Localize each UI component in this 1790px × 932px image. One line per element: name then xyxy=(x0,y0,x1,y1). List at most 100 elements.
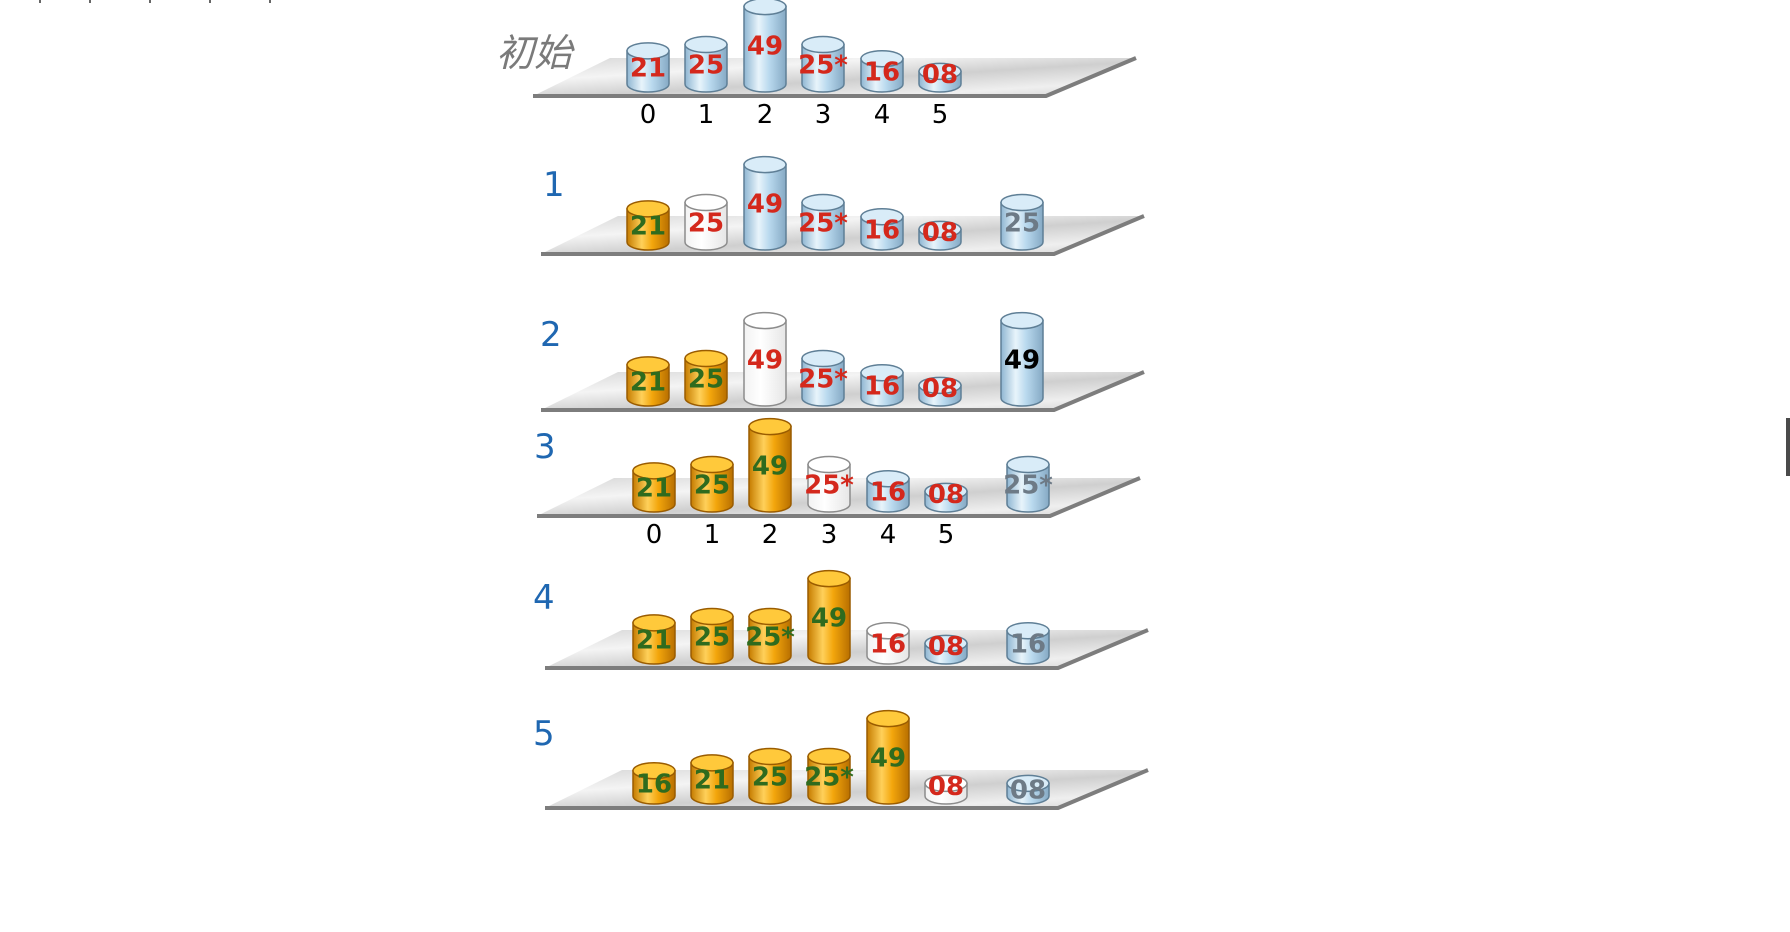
cylinder-value: 25* xyxy=(804,762,854,792)
temp-cylinder: 25 xyxy=(1000,193,1044,251)
cylinder-value: 16 xyxy=(636,769,672,799)
cylinder-value: 21 xyxy=(630,211,666,241)
marble-platform xyxy=(545,770,1148,808)
temp-value: 25* xyxy=(1003,470,1053,500)
cylinder-value: 21 xyxy=(630,53,666,83)
array-cell-3: 25* xyxy=(798,35,848,93)
array-cell-3: 49 xyxy=(807,569,851,665)
step-label: 1 xyxy=(543,165,565,205)
marble-platform xyxy=(537,478,1140,516)
platform-edge xyxy=(541,370,1145,412)
array-cell-0: 21 xyxy=(632,462,676,513)
array-cell-3: 25* xyxy=(804,455,854,513)
cylinder-value: 08 xyxy=(922,60,958,90)
index-label-5: 5 xyxy=(931,100,949,130)
array-cell-0: 21 xyxy=(632,614,676,665)
cylinder-value: 16 xyxy=(870,629,906,659)
index-label-2: 2 xyxy=(761,520,779,550)
index-label-1: 1 xyxy=(697,100,715,130)
array-cell-1: 25 xyxy=(690,455,734,513)
step-label: 5 xyxy=(533,714,555,754)
array-cell-0: 21 xyxy=(626,42,670,93)
platform-edge xyxy=(541,214,1145,256)
cylinder-value: 49 xyxy=(747,189,783,219)
array-cell-2: 49 xyxy=(743,0,787,93)
array-cell-5: 08 xyxy=(918,218,962,251)
temp-value: 25 xyxy=(1004,208,1040,238)
array-cell-4: 16 xyxy=(860,207,904,251)
cylinder-value: 16 xyxy=(864,57,900,87)
step-label: 4 xyxy=(533,578,555,618)
cylinder-value: 49 xyxy=(811,603,847,633)
array-cell-1: 25 xyxy=(684,349,728,407)
cylinder-value: 25* xyxy=(798,50,848,80)
platform-edge xyxy=(537,476,1141,518)
array-cell-1: 25 xyxy=(684,193,728,251)
array-cell-4: 16 xyxy=(860,49,904,93)
index-label-0: 0 xyxy=(639,100,657,130)
temp-cylinder: 25* xyxy=(1003,455,1053,513)
index-label-0: 0 xyxy=(645,520,663,550)
cylinder-value: 08 xyxy=(928,480,964,510)
array-cell-0: 21 xyxy=(626,200,670,251)
index-label-3: 3 xyxy=(814,100,832,130)
index-label-4: 4 xyxy=(879,520,897,550)
array-cell-1: 21 xyxy=(690,754,734,805)
array-cell-5: 08 xyxy=(918,60,962,93)
array-cell-3: 25* xyxy=(804,747,854,805)
slide-edge-marker xyxy=(1786,418,1790,476)
temp-cylinder: 16 xyxy=(1006,621,1050,665)
array-cell-4: 16 xyxy=(866,621,910,665)
cylinder-value: 16 xyxy=(864,215,900,245)
array-cell-5: 08 xyxy=(924,772,968,805)
cylinder-value: 08 xyxy=(928,772,964,802)
array-cell-2: 49 xyxy=(748,417,792,513)
cylinder-value: 25* xyxy=(804,470,854,500)
temp-value: 08 xyxy=(1010,776,1046,806)
array-cell-0: 21 xyxy=(626,356,670,407)
cylinder-value: 08 xyxy=(928,632,964,662)
step-label: 2 xyxy=(540,315,562,355)
platform-edge xyxy=(545,768,1149,810)
marble-platform xyxy=(541,372,1144,410)
temp-value: 16 xyxy=(1010,629,1046,659)
index-label-3: 3 xyxy=(820,520,838,550)
cylinder-value: 25* xyxy=(745,622,795,652)
step-label: 3 xyxy=(534,427,556,467)
cylinder-value: 08 xyxy=(922,374,958,404)
array-cell-1: 25 xyxy=(684,35,728,93)
index-label-4: 4 xyxy=(873,100,891,130)
cylinder-value: 08 xyxy=(922,218,958,248)
cylinder-value: 25* xyxy=(798,208,848,238)
array-cell-5: 08 xyxy=(918,374,962,407)
array-cell-2: 25* xyxy=(745,607,795,665)
cylinder-value: 49 xyxy=(747,345,783,375)
array-cell-5: 08 xyxy=(924,632,968,665)
array-cell-3: 25* xyxy=(798,193,848,251)
array-cell-4: 49 xyxy=(866,709,910,805)
array-cell-3: 25* xyxy=(798,349,848,407)
index-label-1: 1 xyxy=(703,520,721,550)
array-cell-0: 16 xyxy=(632,761,676,805)
temp-cylinder: 49 xyxy=(1000,311,1044,407)
array-cell-2: 49 xyxy=(743,155,787,251)
array-cell-1: 25 xyxy=(690,607,734,665)
top-cropped-formula xyxy=(0,0,360,3)
array-cell-4: 16 xyxy=(866,469,910,513)
cylinder-value: 21 xyxy=(636,625,672,655)
cylinder-value: 25 xyxy=(752,762,788,792)
temp-cylinder: 08 xyxy=(1006,774,1050,806)
index-label-5: 5 xyxy=(937,520,955,550)
cylinder-value: 25 xyxy=(688,208,724,238)
